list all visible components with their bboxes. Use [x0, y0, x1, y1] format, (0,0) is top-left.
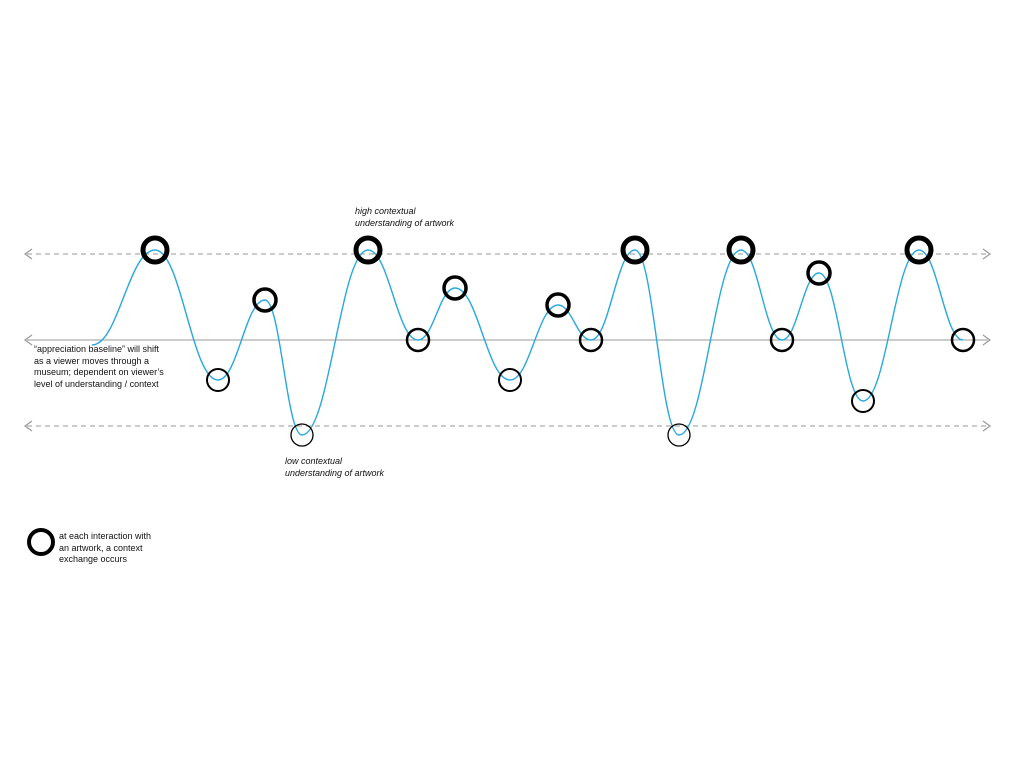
high-understanding-label: high contextual understanding of artwork — [355, 206, 455, 228]
interaction-circle-9-above — [545, 292, 571, 318]
low-understanding-label: low contextual understanding of artwork — [285, 456, 385, 478]
interaction-circle-11-high — [620, 235, 650, 265]
low-line-left-arrow-icon — [23, 420, 33, 432]
high-line-left-arrow-icon — [23, 248, 33, 260]
interaction-circle-1-high — [140, 235, 170, 265]
interaction-circle-15-above — [806, 260, 832, 286]
interaction-circle-6-near — [405, 327, 431, 353]
interaction-circle-14-near — [769, 327, 795, 353]
interaction-circle-18-near — [950, 327, 976, 353]
interaction-circle-12-low — [667, 423, 691, 447]
interaction-circle-10-near — [578, 327, 604, 353]
interaction-circle-16-below — [851, 389, 875, 413]
interaction-circle-icon — [27, 528, 55, 556]
interaction-points — [140, 235, 976, 447]
baseline-note: “appreciation baseline” will shift as a … — [34, 344, 164, 389]
low-line-right-arrow-icon — [982, 420, 992, 432]
interaction-circle-17-high — [904, 235, 934, 265]
baseline-left-arrow-icon — [23, 334, 33, 346]
guide-lines — [23, 248, 992, 432]
interaction-circle-7-above — [442, 275, 468, 301]
interaction-circle-13-high — [726, 235, 756, 265]
interaction-circle-4-low — [290, 423, 314, 447]
appreciation-curve — [91, 249, 964, 436]
legend-text: at each interaction with an artwork, a c… — [59, 531, 152, 564]
interaction-circle-3-above — [252, 287, 278, 313]
baseline-right-arrow-icon — [982, 334, 992, 346]
interaction-circle-2-below — [206, 368, 230, 392]
interaction-circle-8-below — [498, 368, 522, 392]
interaction-circle-5-high — [353, 235, 383, 265]
high-line-right-arrow-icon — [982, 248, 992, 260]
